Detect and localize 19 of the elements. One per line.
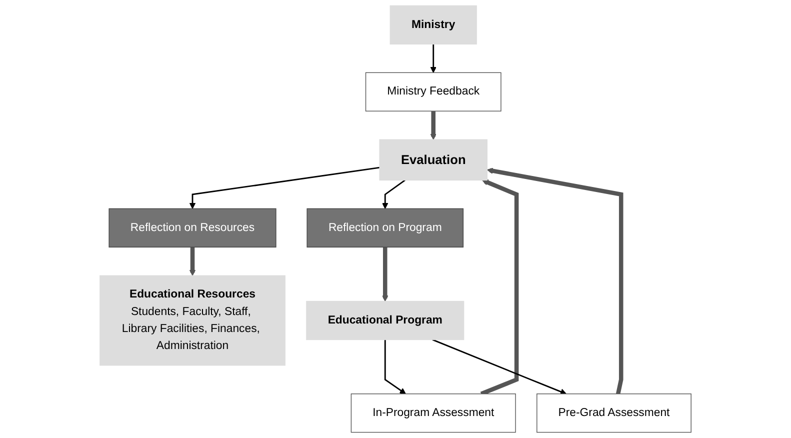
- arrow: [430, 111, 436, 140]
- node-box: Reflection on Resources: [108, 208, 276, 248]
- arrow: [382, 247, 388, 302]
- arrow: [189, 166, 380, 209]
- node-box: Educational Program: [306, 300, 464, 340]
- arrow: [432, 339, 566, 395]
- arrow: [189, 247, 196, 276]
- node-box: Evaluation: [379, 139, 488, 181]
- arrow: [486, 168, 624, 394]
- arrow: [382, 180, 406, 209]
- arrow: [430, 44, 436, 73]
- node-box: Ministry Feedback: [365, 72, 502, 112]
- node-box: In-Program Assessment: [350, 394, 516, 433]
- arrow: [384, 340, 406, 394]
- arrow: [480, 179, 519, 396]
- node-box: Educational Resources Students, Faculty, Staff, Library Facilities, Finances, Administration: [100, 275, 286, 366]
- node-box: Pre-Grad Assessment: [536, 394, 692, 433]
- node-box: Ministry: [390, 5, 477, 44]
- node-box: Reflection on Program: [306, 208, 464, 248]
